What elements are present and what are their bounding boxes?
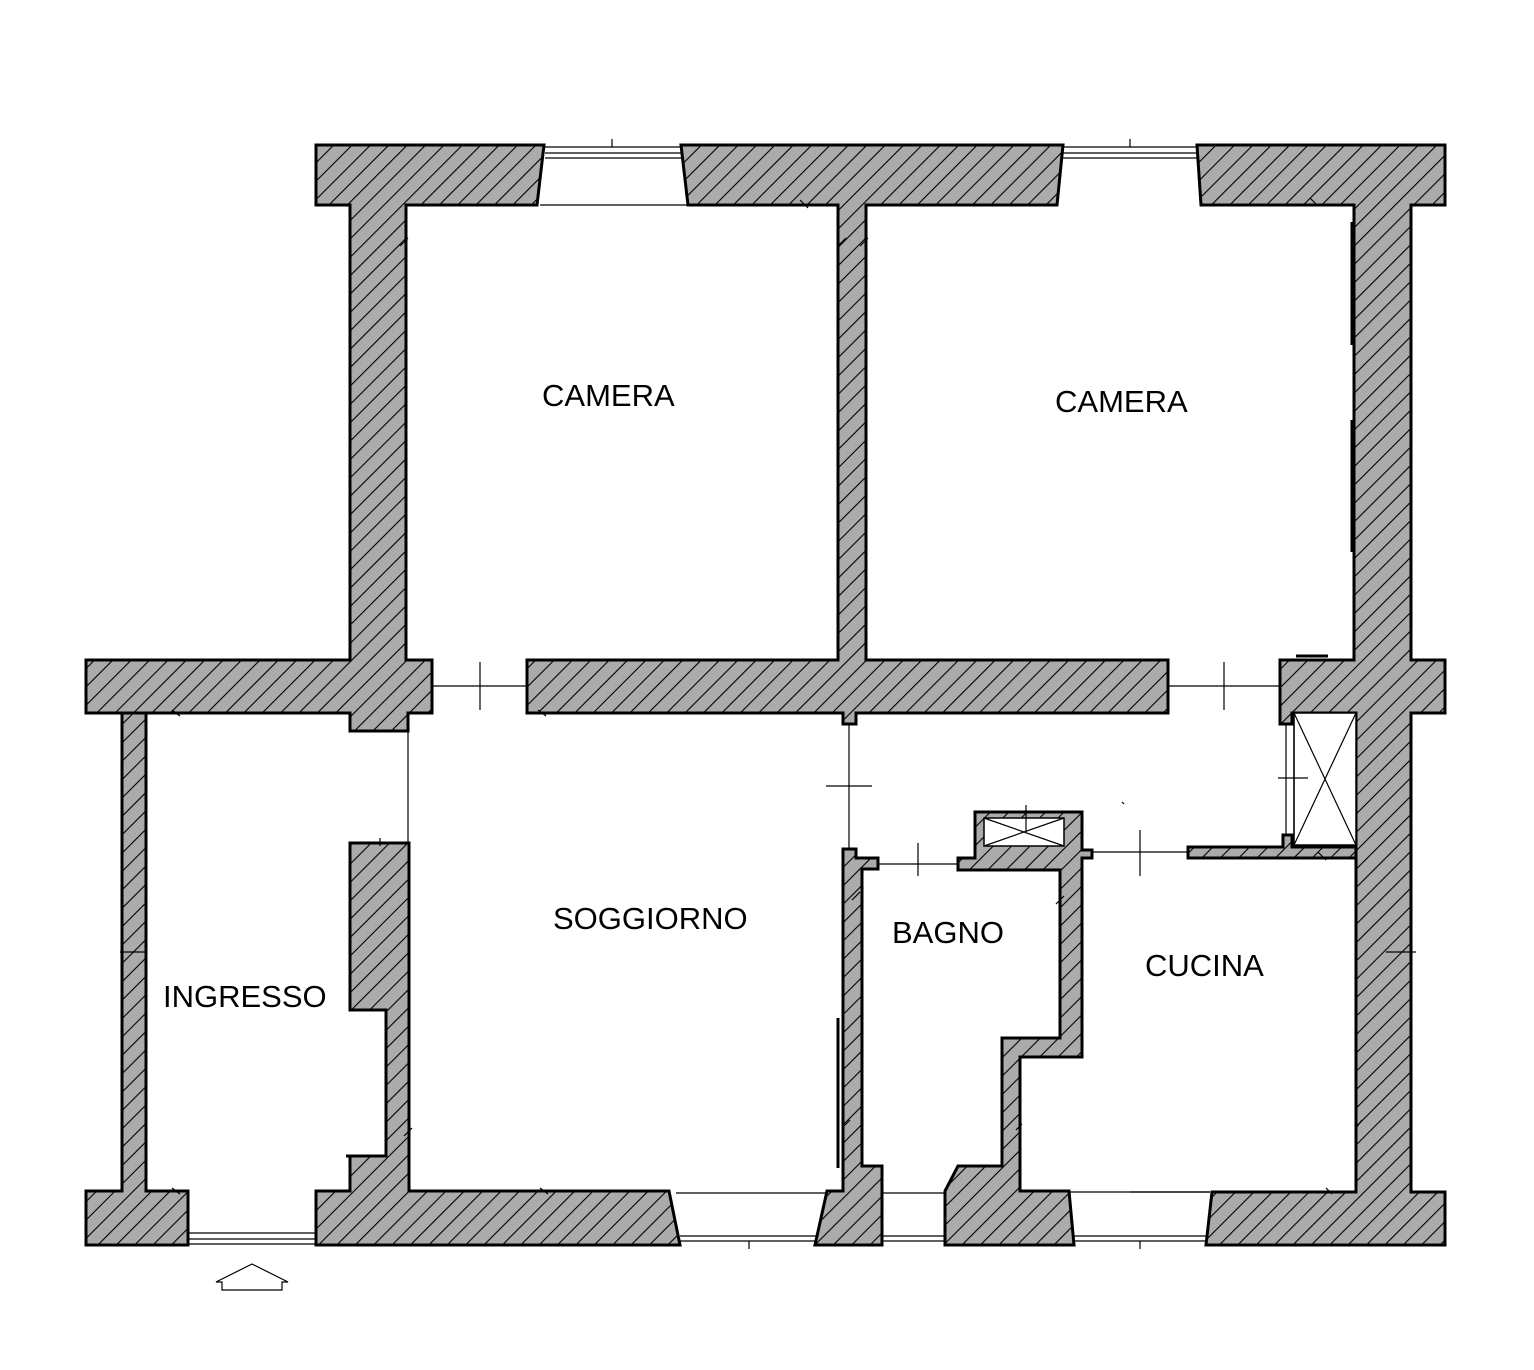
window-bottom-cucina	[1070, 1191, 1210, 1249]
shafts	[983, 712, 1357, 847]
wall-top-middle	[525, 143, 1170, 726]
windows	[188, 139, 1210, 1249]
room-label-bagno: BAGNO	[892, 915, 1004, 950]
shaft-cross-icon	[983, 805, 1065, 847]
room-label-soggiorno: SOGGIORNO	[553, 901, 748, 936]
window-top-right	[1062, 139, 1197, 159]
window-top-left	[540, 139, 688, 206]
wall-soggiorno-bagno	[813, 847, 884, 1247]
window-bottom-soggiorno	[676, 1192, 832, 1249]
corner-ticks	[171, 197, 1363, 1195]
room-label-camera-right: CAMERA	[1055, 384, 1188, 419]
sliding-panels	[346, 222, 1354, 1168]
room-label-camera-left: CAMERA	[542, 378, 675, 413]
room-label-ingresso: INGRESSO	[163, 979, 327, 1014]
wall-top-left	[84, 143, 546, 733]
window-bottom-bagno	[882, 1192, 945, 1242]
door-marks	[120, 662, 1416, 953]
wall-top-right	[1195, 143, 1447, 1247]
window-bottom-entrance	[188, 1232, 316, 1245]
wall-bagno-cucina	[943, 810, 1094, 1247]
wall-cucina-top	[1186, 833, 1358, 860]
wall-left	[84, 711, 190, 1247]
room-label-cucina: CUCINA	[1145, 948, 1264, 983]
shaft-cross-icon	[1293, 712, 1357, 846]
entrance-arrow-icon	[215, 1263, 289, 1291]
walls	[84, 143, 1447, 1247]
